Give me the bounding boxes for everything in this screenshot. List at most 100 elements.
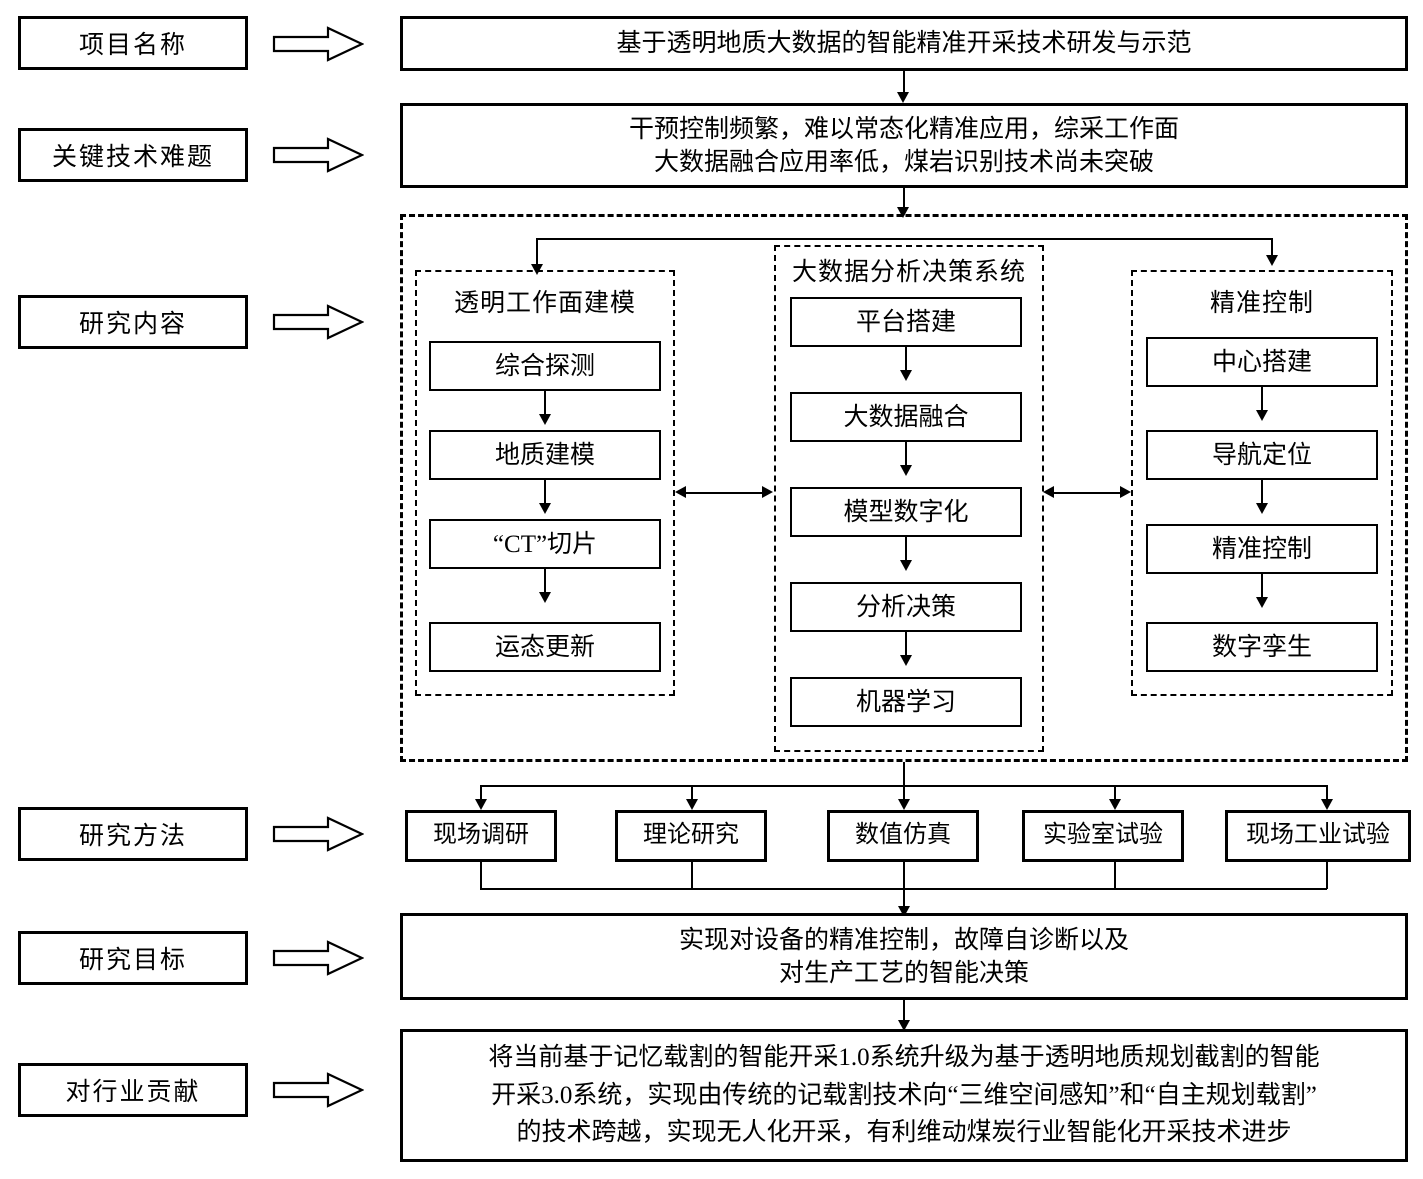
node-label: 精准控制 [1211, 535, 1312, 563]
project-title-box: 基于透明地质大数据的智能精准开采技术研发与示范 [400, 16, 1408, 71]
arrowhead-left-icon [1043, 486, 1054, 498]
connector-node [1261, 387, 1263, 419]
arrowhead-down-icon [686, 799, 698, 810]
arrowhead-down-icon [900, 465, 912, 476]
group-title-transparent-face-modeling: 透明工作面建模 [453, 290, 636, 317]
project-title-text: 基于透明地质大数据的智能精准开采技术研发与示范 [616, 30, 1192, 57]
arrowhead-down-icon [897, 207, 909, 218]
connector-node [905, 632, 907, 664]
group-transparent-face-modeling [415, 270, 675, 696]
arrowhead-down-icon [900, 370, 912, 381]
node-comprehensive-detection: 综合探测 [429, 341, 661, 391]
node-center-construction: 中心搭建 [1146, 337, 1378, 387]
connector-problem-to-content [903, 188, 905, 214]
arrowhead-down-icon [1256, 410, 1268, 421]
link-left-middle [684, 492, 766, 494]
method-box-field-survey: 现场调研 [405, 810, 557, 862]
node-label: 大数据融合 [843, 403, 969, 431]
node-label: “CT”切片 [492, 530, 598, 558]
category-text: 关键技术难题 [51, 144, 214, 171]
group-title-precision-control: 精准控制 [1209, 290, 1314, 317]
block-arrow-right-icon-5 [272, 940, 364, 976]
node-label: 综合探测 [494, 352, 595, 380]
block-arrow-right-icon-2 [272, 137, 364, 173]
connector-goal-to-contribution [903, 1000, 905, 1027]
arrowhead-down-icon [1109, 799, 1121, 810]
arrowhead-down-icon [539, 503, 551, 514]
arrowhead-down-icon [1321, 799, 1333, 810]
connector-node [544, 569, 546, 601]
category-label-research-content: 研究内容 [18, 295, 248, 349]
method-label: 理论研究 [643, 822, 739, 849]
node-big-data-fusion: 大数据融合 [790, 392, 1022, 442]
method-branch-3 [903, 785, 905, 807]
connector-node [544, 480, 546, 512]
research-goal-line-1: 实现对设备的精准控制，故障自诊断以及 [678, 926, 1129, 954]
node-label: 地质建模 [494, 441, 595, 469]
block-arrow-right-icon-1 [272, 26, 364, 62]
block-arrow-right-icon-3 [272, 304, 364, 340]
industry-contribution-box: 将当前基于记忆载割的智能开采1.0系统升级为基于透明地质规划截割的智能 开采3.… [400, 1029, 1408, 1162]
arrowhead-down-icon [897, 92, 909, 103]
method-branch-5 [1326, 785, 1328, 807]
arrowhead-down-icon [1256, 503, 1268, 514]
arrowhead-down-icon [475, 799, 487, 810]
arrowhead-down-icon [1256, 597, 1268, 608]
node-geological-modeling: 地质建模 [429, 430, 661, 480]
node-dynamic-update: 运态更新 [429, 622, 661, 672]
arrowhead-down-icon [898, 1020, 910, 1031]
category-label-key-difficulty: 关键技术难题 [18, 128, 248, 182]
group-precision-control [1131, 270, 1393, 696]
arrowhead-down-icon [900, 655, 912, 666]
category-text: 项目名称 [78, 32, 187, 59]
node-ct-slice: “CT”切片 [429, 519, 661, 569]
arrowhead-down-icon [539, 592, 551, 603]
node-digital-twin: 数字孪生 [1146, 622, 1378, 672]
category-text: 研究内容 [78, 311, 187, 338]
node-machine-learning: 机器学习 [790, 677, 1022, 727]
node-label: 中心搭建 [1211, 348, 1312, 376]
node-analysis-decision: 分析决策 [790, 582, 1022, 632]
arrowhead-right-icon [1120, 486, 1131, 498]
arrowhead-left-icon [675, 486, 686, 498]
method-branch-1 [480, 785, 482, 807]
research-goal-line-2: 对生产工艺的智能决策 [778, 959, 1029, 987]
method-branch-2 [691, 785, 693, 807]
connector-node [905, 442, 907, 474]
arrowhead-down-icon [900, 560, 912, 571]
arrowhead-down-icon [898, 906, 910, 917]
category-label-industry-contribution: 对行业贡献 [18, 1063, 248, 1117]
node-label: 平台搭建 [855, 308, 956, 336]
connector-node [544, 391, 546, 423]
category-label-project-name: 项目名称 [18, 16, 248, 70]
connector-node [1261, 480, 1263, 512]
node-label: 运态更新 [494, 633, 595, 661]
link-middle-right [1052, 492, 1124, 494]
node-precision-control: 精准控制 [1146, 524, 1378, 574]
method-label: 数值仿真 [855, 822, 951, 849]
arrowhead-down-icon [898, 799, 910, 810]
node-label: 数字孪生 [1211, 633, 1312, 661]
category-text: 研究方法 [78, 823, 187, 850]
contribution-line-1: 将当前基于记忆载割的智能开采1.0系统升级为基于透明地质规划截割的智能 [488, 1044, 1320, 1072]
research-goal-box: 实现对设备的精准控制，故障自诊断以及 对生产工艺的智能决策 [400, 913, 1408, 1000]
key-problem-box: 干预控制频繁，难以常态化精准应用，综采工作面 大数据融合应用率低，煤岩识别技术尚… [400, 103, 1408, 188]
connector-node [905, 537, 907, 569]
method-out-5 [1326, 862, 1328, 889]
method-out-2 [691, 862, 693, 889]
category-label-research-goal: 研究目标 [18, 931, 248, 985]
research-content-container [400, 214, 1408, 762]
contribution-line-3: 的技术跨越，实现无人化开采，有利维动煤炭行业智能化开采技术进步 [516, 1119, 1292, 1147]
category-text: 研究目标 [78, 947, 187, 974]
connector-content-to-methods [903, 762, 905, 786]
content-branch-right [1271, 238, 1273, 264]
contribution-line-2: 开采3.0系统，实现由传统的记载割技术向“三维空间感知”和“自主规划载割” [491, 1081, 1317, 1109]
key-problem-line-2: 大数据融合应用率低，煤岩识别技术尚未突破 [653, 148, 1154, 176]
method-branch-4 [1114, 785, 1116, 807]
node-label: 导航定位 [1211, 441, 1312, 469]
key-problem-line-1: 干预控制频繁，难以常态化精准应用，综采工作面 [628, 115, 1179, 143]
method-label: 现场调研 [433, 822, 529, 849]
method-box-laboratory-test: 实验室试验 [1022, 810, 1184, 862]
node-navigation-positioning: 导航定位 [1146, 430, 1378, 480]
